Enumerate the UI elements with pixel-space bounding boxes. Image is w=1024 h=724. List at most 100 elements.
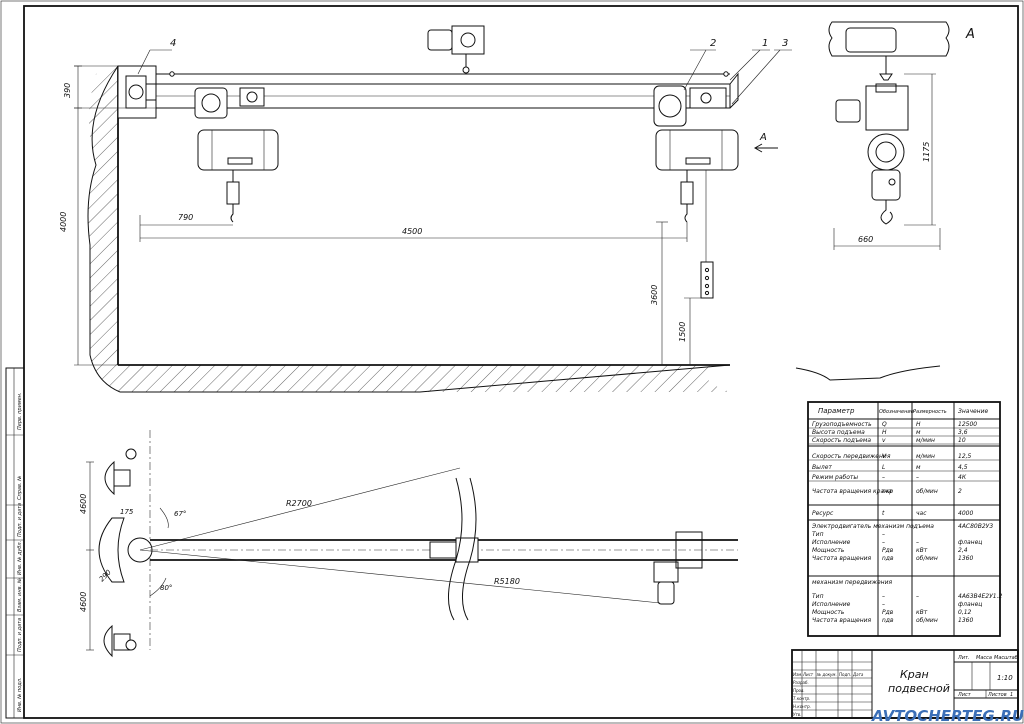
plan-view: 4600 4600 175 290 R2700 R5180 67° 80° [79, 430, 738, 658]
stamp-doc: № докум. [816, 672, 837, 677]
strip-text-1: Справ. № [17, 476, 23, 500]
spec-cell-1-2: м [916, 429, 921, 436]
stamp-mass: Масса [976, 655, 992, 661]
stamp-dev: Разраб. [793, 680, 809, 685]
side-view-label: А [965, 27, 975, 42]
th-param: Параметр [818, 407, 855, 415]
spec-cell-9-1: – [882, 531, 885, 538]
spec-cell-17-2: об/мин [916, 617, 938, 624]
spec-cell-7-0: Ресурс [812, 510, 834, 517]
watermark: AVTOCHERTEG.RU [871, 707, 1024, 724]
spec-cell-4-3: 4,5 [958, 464, 968, 471]
callout-2: 2 [710, 38, 716, 49]
stamp-sign: Подп. [839, 672, 851, 677]
drawing-title-line1: Кран [900, 668, 929, 681]
spec-cell-12-2: об/мин [916, 555, 938, 562]
spec-cell-16-1: Рдв [882, 609, 894, 616]
spec-table: Параметр Обозначение Размерность Значени… [807, 401, 1002, 637]
stamp-sheet: Лист [957, 692, 972, 698]
front-dimensions: 390 4000 790 4500 3600 1500 [59, 65, 712, 366]
spec-cell-12-1: nдв [882, 555, 894, 562]
side-view: А 1175 660 [795, 21, 975, 381]
spec-cell-10-1: – [882, 539, 885, 546]
spec-cell-5-0: Режим работы [812, 474, 858, 481]
callout-1: 1 [762, 38, 768, 49]
front-view: 4 2 1 3 А 390 4000 790 4500 3600 [59, 25, 792, 393]
dim-r5180: R5180 [494, 577, 520, 586]
dim-angle-80: 80° [160, 584, 172, 592]
stamp-izm: Изм. [793, 672, 802, 677]
callout-3: 3 [782, 38, 788, 49]
spec-cell-7-1: t [882, 510, 885, 517]
spec-cell-2-0: Скорость подъема [812, 437, 871, 444]
stamp-ncontr: Н.контр. [793, 704, 811, 709]
spec-cell-5-2: – [916, 474, 919, 481]
spec-cell-0-0: Грузоподъемность [812, 421, 872, 428]
spec-cell-16-2: кВт [916, 609, 928, 616]
stamp-date: Дата [852, 672, 864, 677]
callout-4: 4 [170, 38, 176, 49]
spec-cell-13-0: механизм передвижения [812, 579, 893, 586]
spec-cell-4-2: м [916, 464, 921, 471]
slew-drive [427, 25, 485, 74]
spec-cell-3-1: V [882, 453, 887, 460]
spec-cell-2-2: м/мин [916, 437, 935, 444]
dim-390: 390 [63, 83, 72, 98]
spec-cell-6-1: nкр [882, 488, 893, 495]
spec-cell-17-3: 1360 [958, 617, 973, 624]
spec-cell-16-3: 0,12 [958, 609, 972, 616]
spec-cell-7-3: 4000 [958, 510, 973, 517]
spec-cell-0-3: 12500 [958, 421, 977, 428]
wall-outline [87, 65, 121, 393]
dim-4000: 4000 [59, 212, 68, 232]
spec-cell-6-2: об/мин [916, 488, 938, 495]
spec-cell-11-1: Рдв [882, 547, 894, 554]
spec-cell-16-0: Мощность [812, 609, 845, 616]
wall-bracket [117, 65, 157, 119]
spec-cell-17-1: nдв [882, 617, 894, 624]
spec-cell-8-0: Электродвигатель механизм подъема [811, 523, 934, 530]
hoist-left [194, 87, 279, 223]
plan-wall-top [104, 460, 115, 496]
spec-cell-11-3: 2,4 [958, 547, 968, 554]
stamp-sheets-value: 1 [1010, 692, 1013, 698]
stamp-approve: Утв. [793, 712, 801, 717]
dim-1500: 1500 [678, 322, 687, 342]
floor-break [120, 364, 731, 393]
spec-cell-15-1: – [882, 601, 885, 608]
dim-4500: 4500 [402, 227, 422, 236]
hoist-right [653, 85, 739, 299]
th-value: Значение [958, 408, 989, 415]
swing-arc [462, 477, 477, 621]
drawing-frame [23, 5, 1019, 719]
stamp-scale-label: Масштаб [994, 655, 1018, 661]
stamp-list: Лист [802, 672, 814, 677]
th-symbol: Обозначение [879, 409, 914, 415]
spec-cell-6-0: Частота вращения крана [812, 488, 892, 495]
spec-cell-3-3: 12,5 [958, 453, 972, 460]
spec-cell-4-0: Вылет [812, 464, 832, 471]
stamp-check: Пров. [793, 688, 805, 693]
spec-cell-12-3: 1360 [958, 555, 973, 562]
side-girder-section [828, 21, 950, 57]
spec-cell-5-1: – [882, 474, 885, 481]
spec-cell-1-1: H [882, 429, 887, 436]
spec-cell-14-2: – [916, 593, 919, 600]
spec-cell-6-3: 2 [958, 488, 962, 495]
side-floor [795, 365, 941, 381]
dim-1175: 1175 [922, 142, 931, 162]
dim-175: 175 [120, 508, 134, 516]
strip-text-0: Перв. примен. [17, 392, 23, 430]
dim-angle-67: 67° [174, 510, 186, 518]
dim-4600-bottom: 4600 [79, 592, 88, 612]
dim-790: 790 [178, 213, 193, 222]
spec-cell-9-0: Тип [812, 531, 824, 538]
spec-cell-3-0: Скорость передвижения [812, 453, 891, 460]
spec-cell-17-0: Частота вращения [812, 617, 872, 624]
spec-cell-12-0: Частота вращения [812, 555, 872, 562]
stamp-sheets: Листов [987, 692, 1007, 698]
plan-hoist [653, 561, 679, 583]
pivot-bearing [128, 84, 144, 100]
